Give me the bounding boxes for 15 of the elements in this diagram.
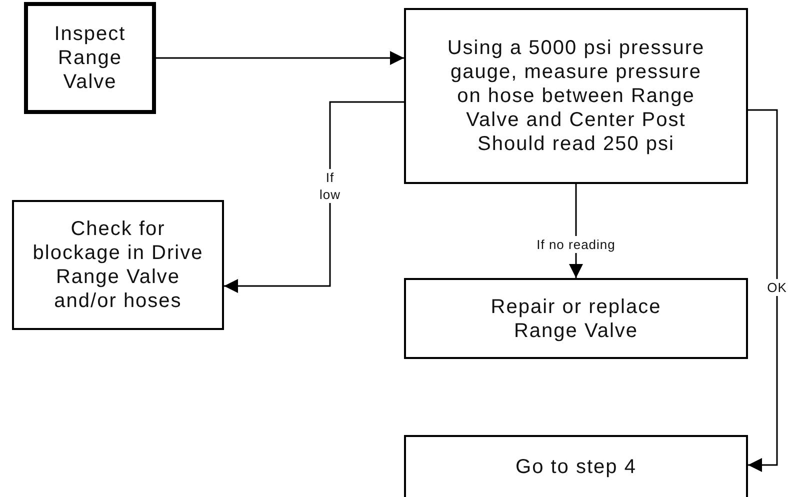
step-text: Using a 5000 psi pressure gauge, measure pressure on hose between Range Valve and Center Post Should read 250 psi (446, 36, 706, 156)
step-text: Repair or replace Range Valve (490, 294, 662, 342)
step-text: Check for blockage in Drive Range Valve and/or hoses (32, 217, 204, 313)
arrow (156, 51, 404, 65)
process-box (12, 200, 224, 330)
process-box (24, 2, 156, 114)
step-text: Go to step 4 (516, 455, 636, 479)
process-box (404, 435, 748, 497)
step-text: Inspect Range Valve (53, 22, 127, 94)
process-box (404, 8, 748, 184)
arrow (224, 101, 404, 293)
process-box (404, 278, 748, 359)
edge-label: OK (767, 278, 787, 296)
edge-label: If no reading (536, 236, 616, 252)
arrow (748, 109, 778, 472)
